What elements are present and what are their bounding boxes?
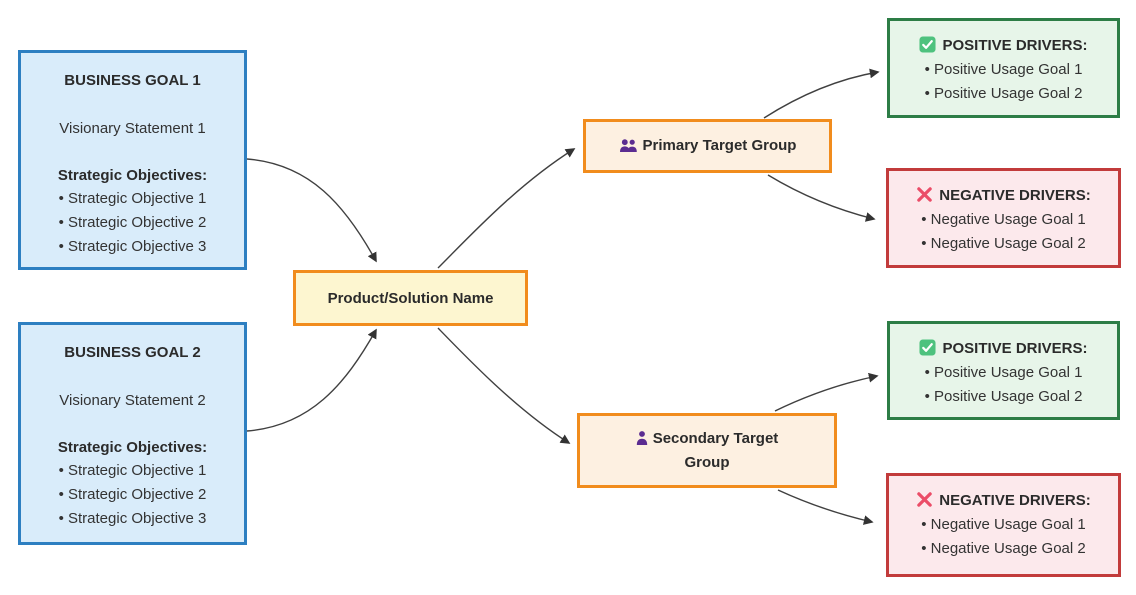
positive-usage-goal: Positive Usage Goal 1	[890, 58, 1117, 82]
negative-usage-goal: Negative Usage Goal 2	[889, 232, 1118, 256]
negative-drivers-2-node: NEGATIVE DRIVERS: Negative Usage Goal 1 …	[886, 473, 1121, 577]
strategic-objective-item: Strategic Objective 1	[21, 187, 244, 211]
strategic-objective-item: Strategic Objective 3	[21, 235, 244, 259]
positive-drivers-title: POSITIVE DRIVERS:	[890, 34, 1117, 58]
edge-primary-positive	[763, 68, 880, 119]
positive-drivers-1-node: POSITIVE DRIVERS: Positive Usage Goal 1 …	[887, 18, 1120, 118]
visionary-statement-2: Visionary Statement 2	[59, 392, 206, 409]
edge-product-primary	[437, 148, 576, 269]
negative-usage-goal: Negative Usage Goal 2	[889, 537, 1118, 561]
strategic-objective-item: Strategic Objective 3	[21, 507, 244, 531]
strategic-objectives-heading: Strategic Objectives:	[57, 167, 208, 184]
check-icon	[919, 36, 937, 53]
edge-primary-negative	[767, 174, 876, 222]
primary-target-group-node: Primary Target Group	[583, 119, 832, 173]
business-goal-2-title: BUSINESS GOAL 2	[64, 344, 201, 361]
primary-target-group-label: Primary Target Group	[642, 137, 797, 154]
user-icon	[636, 430, 647, 445]
strategic-objectives-heading: Strategic Objectives:	[57, 439, 208, 456]
edge-product-secondary	[437, 327, 571, 444]
positive-usage-goal: Positive Usage Goal 2	[890, 385, 1117, 409]
edge-goal1-product	[246, 158, 377, 263]
product-solution-label: Product/Solution Name	[327, 289, 494, 307]
positive-drivers-title: POSITIVE DRIVERS:	[890, 337, 1117, 361]
check-icon	[919, 339, 937, 356]
edge-goal2-product	[246, 328, 377, 432]
strategic-objective-item: Strategic Objective 2	[21, 483, 244, 507]
strategic-objective-item: Strategic Objective 1	[21, 459, 244, 483]
business-goal-1-title: BUSINESS GOAL 1	[64, 72, 201, 89]
positive-drivers-2-node: POSITIVE DRIVERS: Positive Usage Goal 1 …	[887, 321, 1120, 420]
users-icon	[619, 139, 637, 152]
positive-usage-goal: Positive Usage Goal 2	[890, 82, 1117, 106]
negative-usage-goal: Negative Usage Goal 1	[889, 513, 1118, 537]
edge-secondary-negative	[777, 489, 874, 525]
negative-drivers-title: NEGATIVE DRIVERS:	[889, 489, 1118, 513]
business-goal-2-node: BUSINESS GOAL 2 Visionary Statement 2 St…	[18, 322, 247, 545]
positive-usage-goal: Positive Usage Goal 1	[890, 361, 1117, 385]
business-goal-1-node: BUSINESS GOAL 1 Visionary Statement 1 St…	[18, 50, 247, 270]
cross-icon	[917, 492, 933, 507]
visionary-statement-1: Visionary Statement 1	[59, 120, 206, 137]
cross-icon	[917, 187, 933, 202]
negative-usage-goal: Negative Usage Goal 1	[889, 208, 1118, 232]
secondary-target-group-node: Secondary Target Group	[577, 413, 837, 488]
negative-drivers-title: NEGATIVE DRIVERS:	[889, 184, 1118, 208]
product-solution-node: Product/Solution Name	[293, 270, 528, 326]
negative-drivers-1-node: NEGATIVE DRIVERS: Negative Usage Goal 1 …	[886, 168, 1121, 268]
secondary-target-group-label: Secondary Target Group	[652, 429, 779, 471]
strategic-objective-item: Strategic Objective 2	[21, 211, 244, 235]
edge-secondary-positive	[774, 372, 879, 412]
